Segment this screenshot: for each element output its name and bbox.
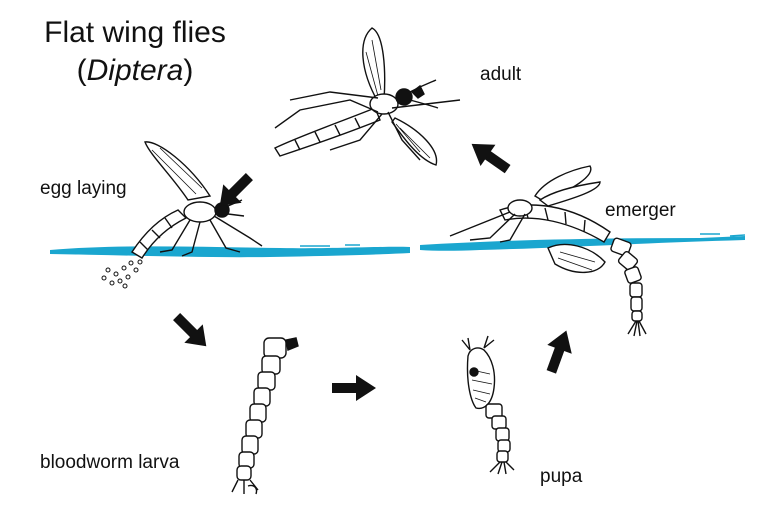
emerger-fly-icon [449,165,647,337]
eggs-icon [101,259,143,289]
label-emerger: emerger [605,200,676,221]
label-bloodworm-larva: bloodworm larva [40,452,180,473]
title-open-paren: ( [76,54,87,87]
title-close-paren: ) [183,54,194,87]
pupa-icon [461,335,515,475]
page-title: Flat wing flies (Diptera) [20,14,250,90]
label-adult: adult [480,64,522,85]
adult-fly-icon [273,27,461,166]
label-egg-laying: egg laying [40,178,127,199]
title-line-2: (Diptera) [20,52,250,90]
bloodworm-larva-icon [231,337,299,495]
water-surface-right-icon [420,233,746,251]
water-surface-left-icon [50,244,410,258]
title-taxon: Diptera [86,54,184,87]
title-line-1: Flat wing flies [44,16,226,49]
egg-laying-fly-icon [131,141,263,259]
label-pupa: pupa [540,466,583,487]
cycle-arrow-icon [173,143,572,401]
